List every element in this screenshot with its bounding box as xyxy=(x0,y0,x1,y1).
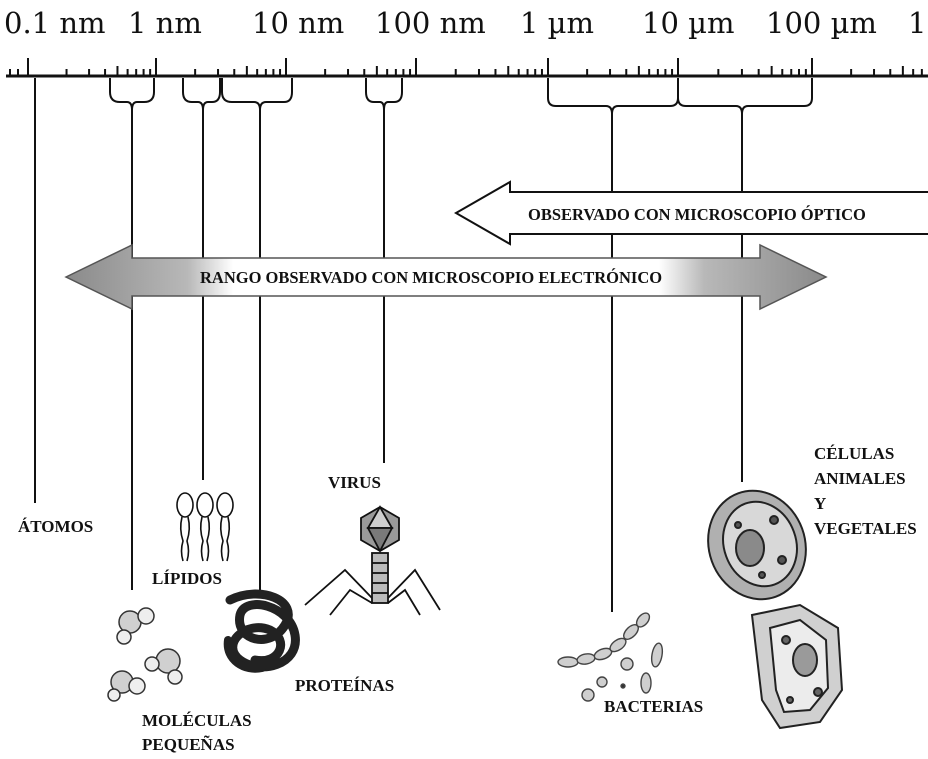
small-molecules-illustration xyxy=(107,607,183,702)
optical-range-label: OBSERVADO CON MICROSCOPIO ÓPTICO xyxy=(528,205,866,224)
lipid-illustration xyxy=(176,492,234,562)
range-brackets xyxy=(109,78,813,115)
label-cells-line4: VEGETALES xyxy=(814,519,917,538)
label-atoms: ÁTOMOS xyxy=(18,517,93,536)
label-small-molecules-line1: MOLÉCULAS xyxy=(142,711,252,730)
label-bacteria: BACTERIAS xyxy=(604,697,703,716)
scale-label-0-1nm: 0.1 nm xyxy=(4,6,106,40)
object-labels: ÁTOMOS LÍPIDOS VIRUS PROTEÍNAS MOLÉCULAS… xyxy=(18,444,917,754)
plant-cell-illustration xyxy=(750,603,844,730)
scale-labels: 0.1 nm 1 nm 10 nm 100 nm 1 µm 10 µm 100 … xyxy=(4,6,926,40)
label-cells-line1: CÉLULAS xyxy=(814,444,894,463)
bracket-cells xyxy=(677,78,813,115)
scale-label-100nm: 100 nm xyxy=(375,6,486,40)
electron-range-label: RANGO OBSERVADO CON MICROSCOPIO ELECTRÓN… xyxy=(200,268,662,287)
protein-illustration xyxy=(223,589,300,673)
bacteria-illustration xyxy=(557,612,664,702)
label-small-molecules-line2: PEQUEÑAS xyxy=(142,735,235,754)
bracket-virus xyxy=(365,78,403,111)
scale-label-1-cut: 1 xyxy=(908,6,926,40)
virus-illustration xyxy=(304,505,441,616)
scale-label-1um: 1 µm xyxy=(520,6,594,40)
bracket-small-molecules xyxy=(109,78,155,111)
scale-label-100um: 100 µm xyxy=(766,6,877,40)
label-cells-line2: ANIMALES xyxy=(814,469,906,488)
label-virus: VIRUS xyxy=(328,473,381,492)
scale-label-10nm: 10 nm xyxy=(252,6,344,40)
bracket-lipids xyxy=(182,78,221,111)
electron-range-arrow: RANGO OBSERVADO CON MICROSCOPIO ELECTRÓN… xyxy=(64,243,828,311)
label-proteins: PROTEÍNAS xyxy=(295,676,394,695)
bracket-proteins xyxy=(221,78,293,111)
optical-range-arrow: OBSERVADO CON MICROSCOPIO ÓPTICO xyxy=(453,180,928,246)
label-cells-line3: Y xyxy=(814,494,826,513)
label-lipids: LÍPIDOS xyxy=(152,569,222,588)
bracket-bacteria xyxy=(547,78,679,115)
animal-cell-illustration xyxy=(707,489,807,601)
scale-label-10um: 10 µm xyxy=(642,6,734,40)
scale-label-1nm: 1 nm xyxy=(128,6,202,40)
scale-axis xyxy=(6,58,928,78)
